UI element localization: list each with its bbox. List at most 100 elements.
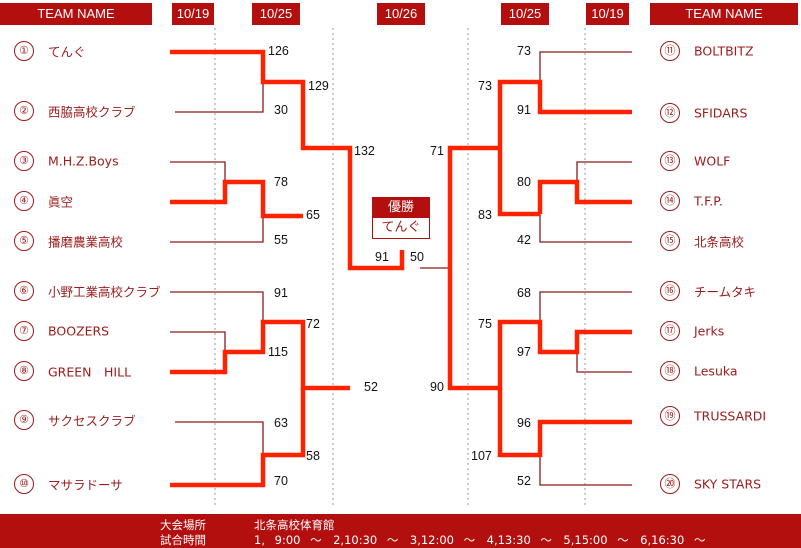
score-right-sf-top: 71 [430,144,444,158]
final-date-header: 10/26 [377,3,425,25]
seed-badge: ④ [14,191,34,211]
winner-path-team4 [170,179,303,219]
score-right-m3-mid: 75 [478,317,492,331]
score-left-sf-bottom: 132 [354,144,375,158]
line-team13 [576,161,632,182]
score-right-m1-bottom: 91 [517,103,531,117]
score-left-q-bottom: 52 [364,380,378,394]
seed-badge: ③ [14,151,34,171]
winner-path-team1 [170,49,405,271]
seed-badge: ⑮ [660,231,680,251]
team-name: Lesuka [694,363,738,379]
seed-badge: ⑫ [660,103,680,123]
champion-label: 優勝 [373,198,429,218]
score-left-m4-other: 58 [306,449,320,463]
team-row-right-19: ⑲ TRUSSARDI [660,406,766,426]
score-right-m3-bottom: 97 [517,345,531,359]
score-left-q3-top: 72 [306,317,320,331]
seed-badge: ⑰ [660,321,680,341]
winner-lines [170,49,632,488]
score-right-m1-top: 73 [517,44,531,58]
right-team-name-header: TEAM NAME [650,3,798,25]
team-row-right-13: ⑬ WOLF [660,151,730,171]
score-left-m2-bottom: 65 [306,208,320,222]
team-row-left-2: ② 西脇高校クラブ [14,101,136,121]
score-left-m1-top: 126 [268,44,289,58]
seed-badge: ⑧ [14,361,34,381]
line-team16 [539,291,632,352]
seed-badge: ⑯ [660,281,680,301]
winner-path-team19 [497,388,632,458]
score-left-m4-bottom: 70 [274,474,288,488]
seed-badge: ① [14,41,34,61]
seed-badge: ② [14,101,34,121]
time-schedule: 1, 9:00 ～ 2,10:30 ～ 3,12:00 ～ 4,13:30 ～ … [254,533,706,547]
team-name: TRUSSARDI [694,408,767,424]
line-team15 [539,214,632,243]
team-name: WOLF [694,153,731,169]
seed-badge: ⑪ [660,41,680,61]
score-right-q-bottom: 90 [430,380,444,394]
score-left-m3-bottom: 115 [268,345,288,359]
team-row-left-4: ④ 眞空 [14,191,73,211]
team-name: Jerks [694,323,725,339]
line-team3 [170,161,226,182]
winner-path-team10 [170,388,306,488]
score-left-m2-bye: 55 [274,233,288,247]
score-right-m2-top: 80 [517,175,531,189]
team-name: GREEN HILL [48,364,132,380]
line-team6 [170,291,264,322]
team-name: T.F.P. [694,193,723,209]
score-right-m4-mid: 107 [471,449,492,463]
score-right-m4-bottom: 52 [517,474,531,488]
team-name: BOLTBITZ [694,43,754,59]
line-team2 [175,82,264,113]
score-left-m4-top: 63 [274,416,288,430]
team-row-right-18: ⑱ Lesuka [660,361,738,381]
team-name: 西脇高校クラブ [48,104,136,120]
right-round1-date-header: 10/19 [586,3,629,25]
line-team11 [539,51,632,82]
team-name: 小野工業高校クラブ [48,284,161,300]
seed-badge: ⑦ [14,321,34,341]
team-row-left-5: ⑤ 播磨農業高校 [14,231,123,251]
seed-badge: ⑤ [14,231,34,251]
team-name: SKY STARS [694,476,762,492]
seed-badge: ⑲ [660,406,680,426]
team-row-left-8: ⑧ GREEN HILL [14,361,131,381]
team-name: M.H.Z.Boys [48,153,119,169]
team-name: 眞空 [48,194,74,210]
team-name: SFIDARS [694,105,748,121]
team-row-right-11: ⑪ BOLTBITZ [660,41,754,61]
score-left-final: 91 [375,250,389,264]
score-right-m1-upper: 73 [478,79,492,93]
team-name: 北条高校 [694,234,745,250]
seed-badge: ⑨ [14,410,34,430]
line-team20 [539,455,632,486]
team-name: マサラドーサ [48,477,123,493]
footer-info-bar: 大会場所 北条高校体育館 試合時間 1, 9:00 ～ 2,10:30 ～ 3,… [0,514,801,548]
seed-badge: ⑱ [660,361,680,381]
team-name: 播磨農業高校 [48,234,124,250]
score-right-final: 50 [410,250,424,264]
seed-badge: ⑬ [660,151,680,171]
line-team9 [175,421,264,455]
left-round2-date-header: 10/25 [252,3,300,25]
champion-team: てんぐ [373,218,429,238]
left-team-name-header: TEAM NAME [0,3,152,25]
winner-path-team8 [170,319,350,391]
champion-box: 優勝 てんぐ [372,197,430,239]
winner-path-team17 [447,145,632,391]
team-row-right-17: ⑰ Jerks [660,321,724,341]
score-right-m2-bye: 42 [517,233,531,247]
score-left-m1-bottom: 30 [274,103,288,117]
score-right-m2-bottom: 83 [478,208,492,222]
team-row-right-12: ⑫ SFIDARS [660,103,747,123]
